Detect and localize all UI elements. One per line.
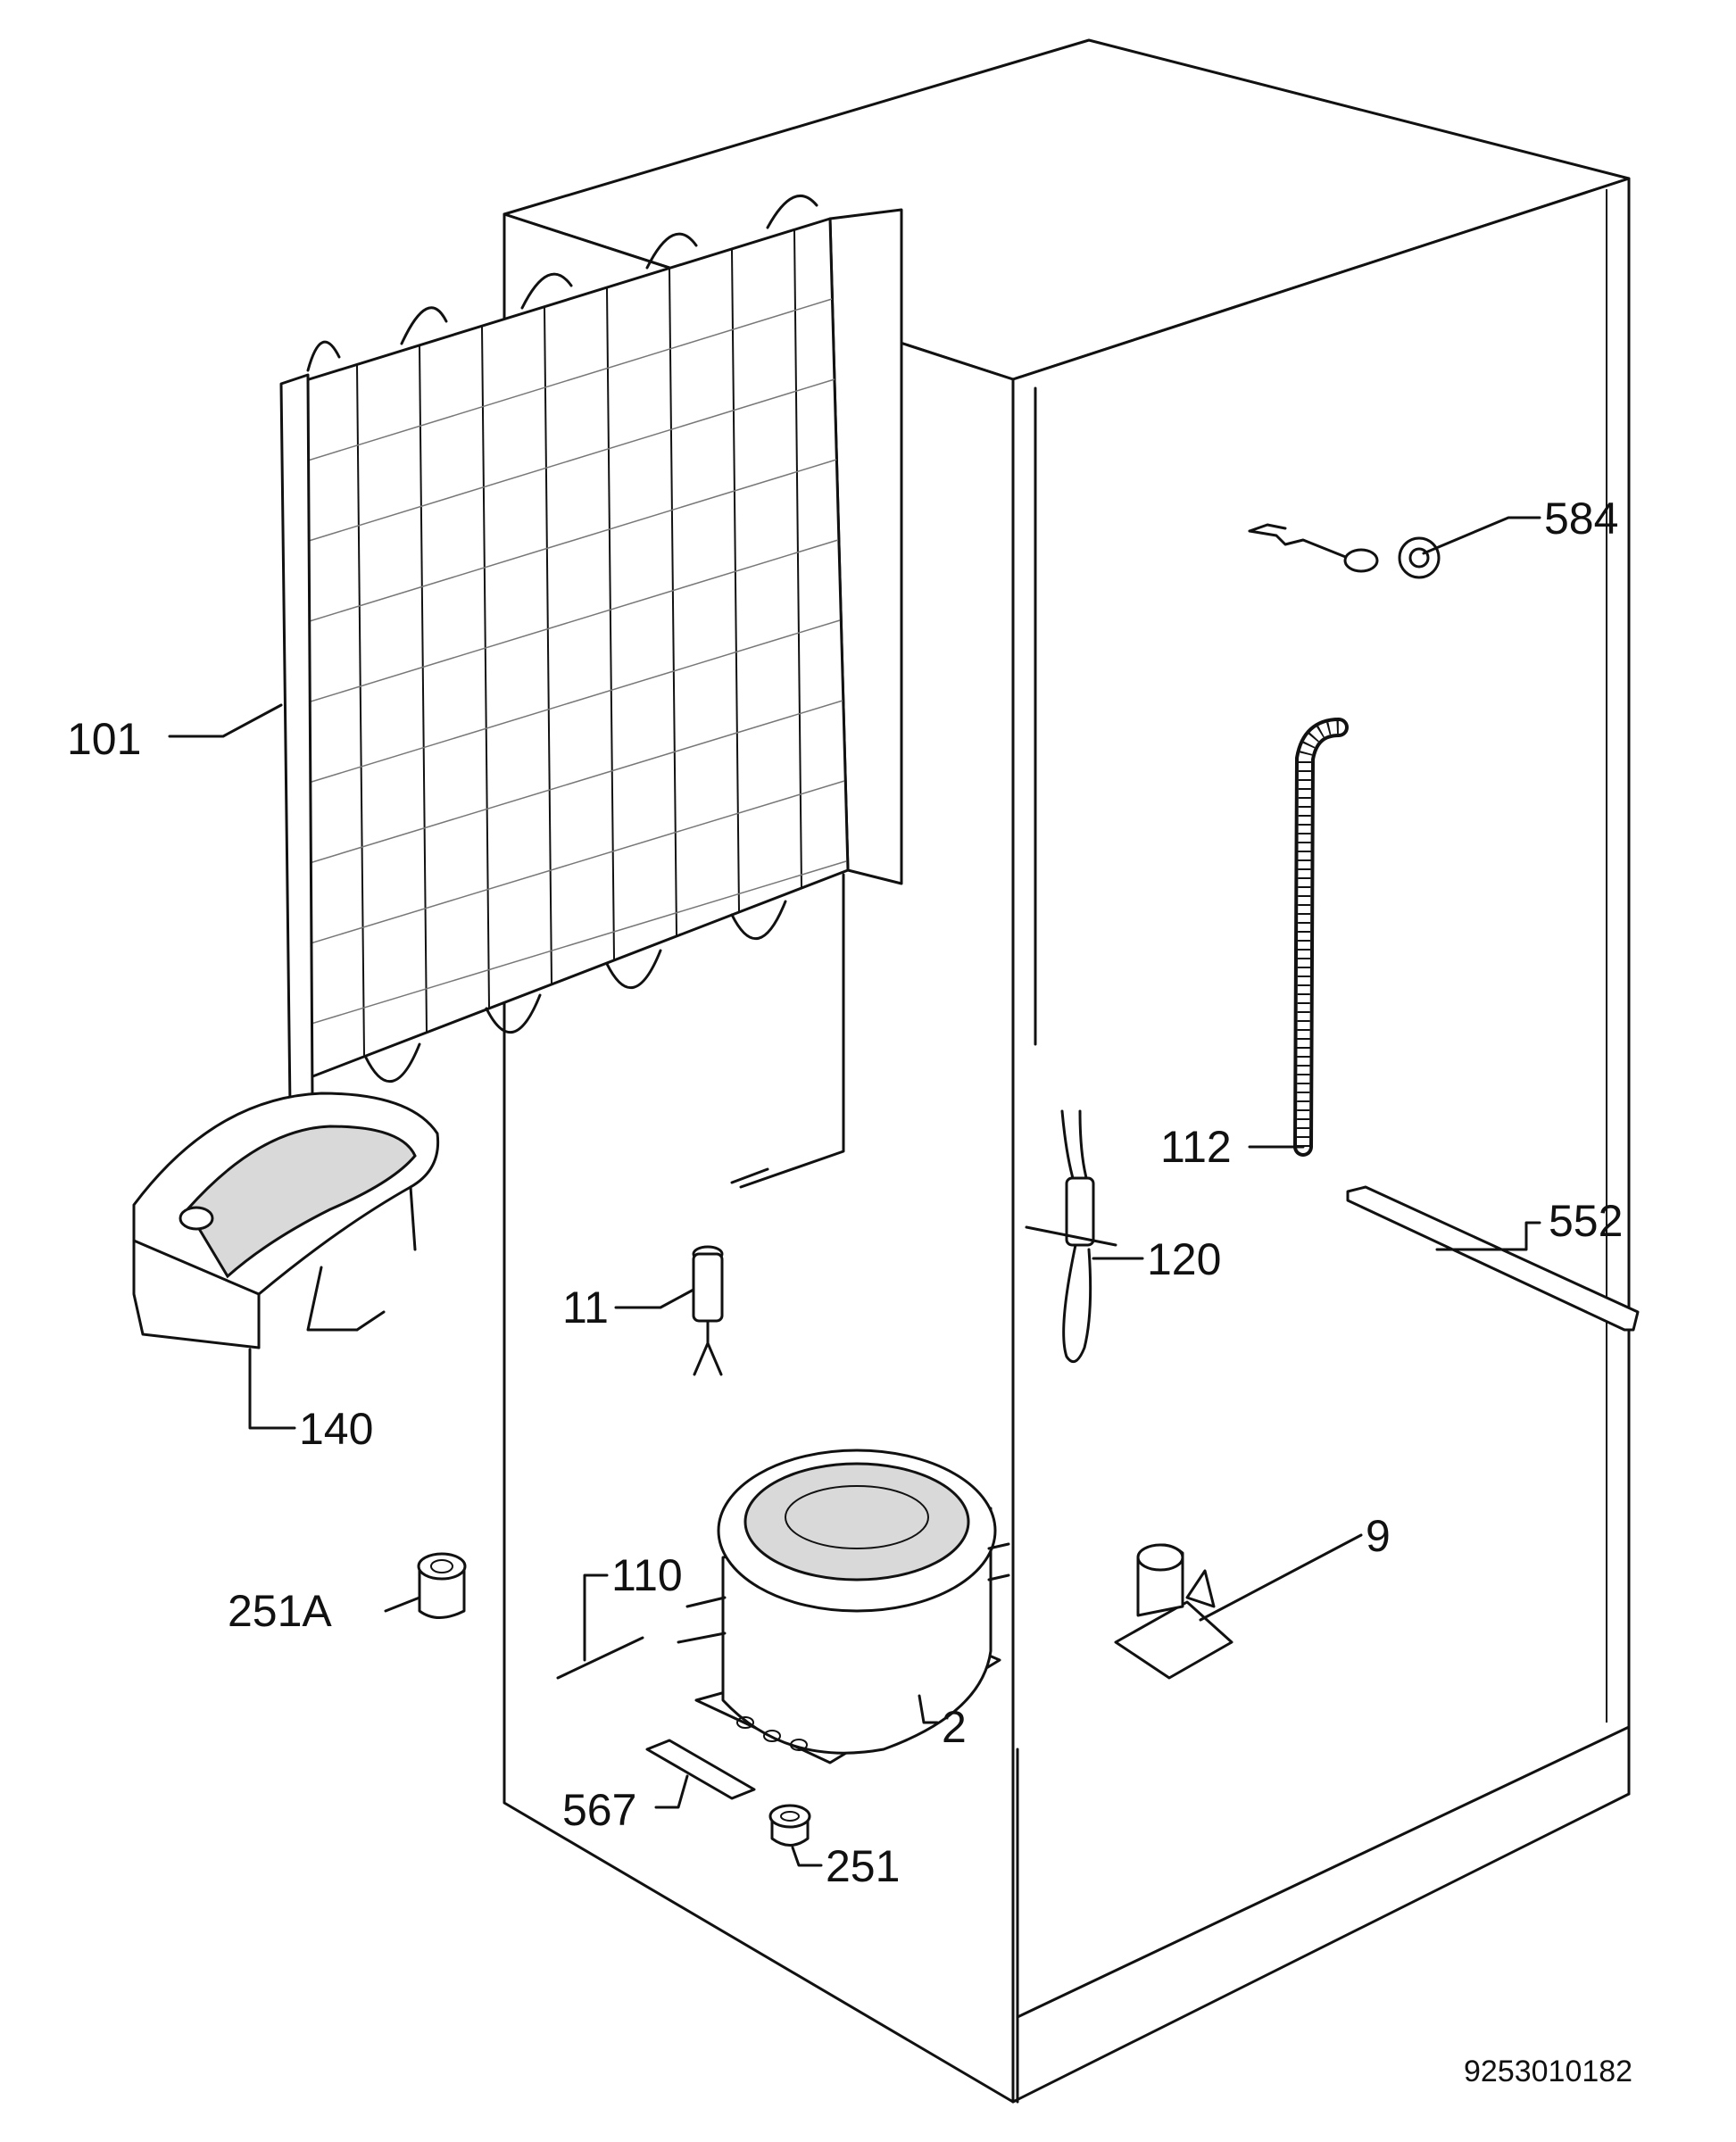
drain-hose-112	[1293, 718, 1349, 1157]
leader-584	[1422, 516, 1541, 555]
label-251: 251	[826, 1841, 900, 1891]
cabinet-base-step	[1016, 1725, 1631, 2019]
condenser-101	[279, 195, 903, 1189]
label-9: 9	[1366, 1511, 1391, 1561]
strip-552	[1346, 1185, 1640, 1332]
leader-251a	[384, 1596, 421, 1613]
clamp-9	[1114, 1543, 1233, 1680]
leader-552	[1435, 1221, 1541, 1251]
leader-110	[583, 1573, 609, 1662]
protector-120	[1025, 1109, 1117, 1364]
drip-tray-140	[132, 1092, 440, 1349]
label-567: 567	[562, 1785, 636, 1835]
leader-140	[248, 1348, 296, 1430]
grommet-251	[768, 1804, 811, 1847]
condenser-coil-top	[306, 195, 818, 372]
drawing-code: 9253010182	[1464, 2055, 1632, 2088]
label-112: 112	[1160, 1122, 1232, 1172]
condenser-grid	[356, 229, 802, 1057]
part-labels: 101 584 112 552 120 11 140 9 110 251A 2 …	[67, 494, 1623, 1891]
condenser-bracket-left	[279, 373, 314, 1108]
leader-11	[614, 1288, 695, 1309]
label-584: 584	[1544, 494, 1618, 544]
label-11: 11	[562, 1283, 609, 1333]
leader-101	[168, 703, 283, 738]
leader-567	[654, 1774, 689, 1809]
label-251a: 251A	[228, 1586, 332, 1636]
cabinet-back-panel	[1011, 177, 1631, 2104]
leader-lines	[168, 516, 1541, 1867]
leader-251	[791, 1846, 823, 1867]
relay-11	[692, 1245, 724, 1376]
thermostat-cable-584	[1248, 523, 1441, 579]
label-2: 2	[942, 1702, 967, 1752]
label-552: 552	[1549, 1196, 1623, 1246]
condenser-fins	[295, 298, 847, 1027]
condenser-coil-bottom	[364, 900, 787, 1083]
pin-110	[556, 1636, 644, 1680]
grommet-251a	[417, 1552, 467, 1619]
plate-567	[645, 1739, 756, 1800]
label-140: 140	[299, 1404, 373, 1454]
condenser-pipe-end	[730, 1167, 769, 1184]
condenser-outlet-pipe	[739, 873, 845, 1189]
leader-9	[1199, 1533, 1363, 1622]
label-110: 110	[611, 1550, 683, 1600]
label-101: 101	[67, 714, 141, 764]
leader-2	[918, 1694, 939, 1724]
label-120: 120	[1147, 1234, 1221, 1284]
compressor-2	[677, 1449, 1010, 1764]
compressor-stubs	[677, 1542, 1010, 1644]
